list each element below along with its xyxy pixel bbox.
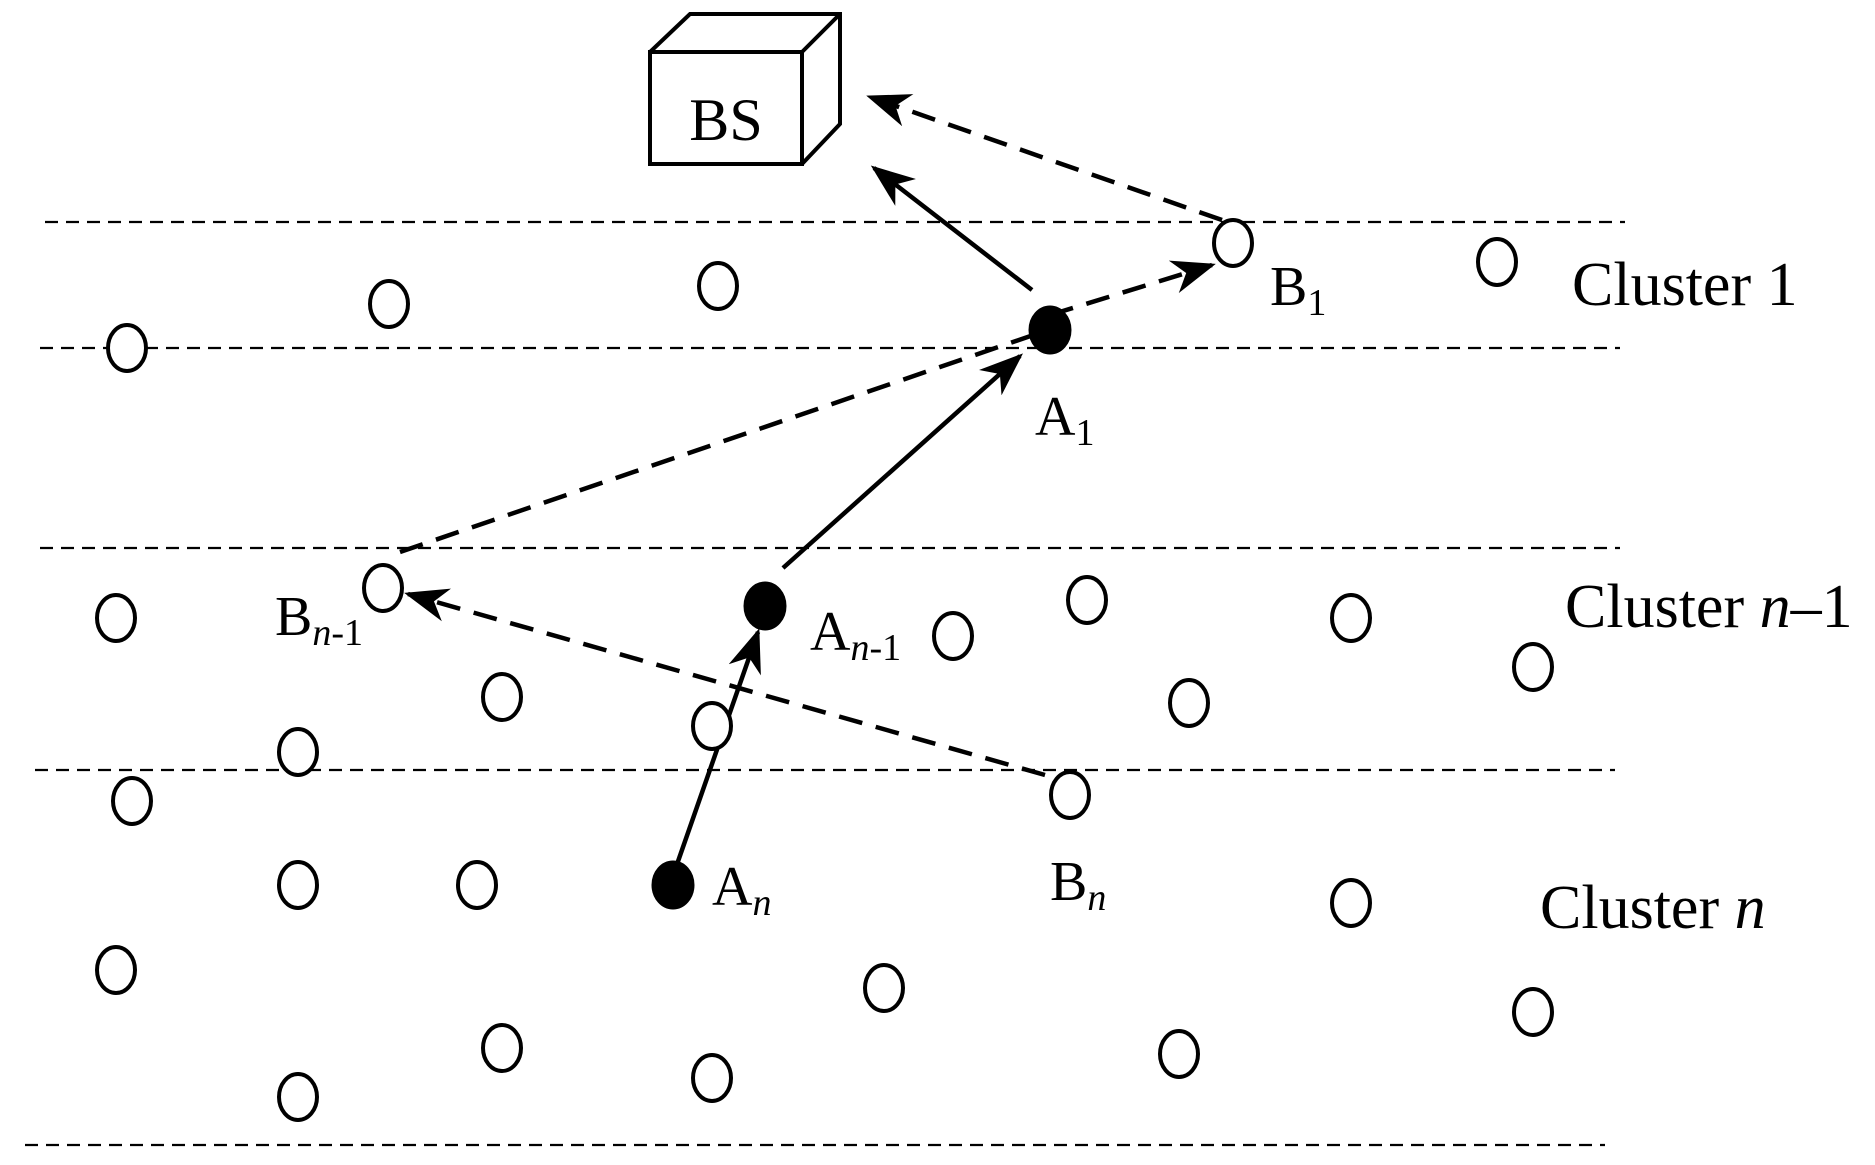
sensor-nodes: [95, 218, 1554, 1122]
sensor-node: [368, 279, 410, 329]
sensor-node: [691, 701, 733, 751]
cluster-head-node-an: [651, 860, 695, 910]
sensor-node: [362, 563, 404, 613]
sensor-node: [1330, 593, 1372, 643]
routing-arrows: [399, 94, 1223, 871]
cluster-head-node-an1: [743, 581, 787, 631]
node-label-a1: A1: [1035, 386, 1094, 454]
sensor-node: [1066, 575, 1108, 625]
sensor-node: [111, 776, 153, 826]
sensor-node: [1330, 878, 1372, 928]
sensor-node: [1212, 218, 1254, 268]
sensor-node: [277, 1072, 319, 1122]
solid-arrow-an-to-an1: [672, 628, 761, 871]
node-label-an1: An-1: [810, 601, 901, 669]
cluster-label-n: Cluster n: [1540, 874, 1766, 942]
sensor-node: [697, 261, 739, 311]
dashed-arrow-b1-to-bs: [866, 94, 1223, 223]
sensor-node: [106, 323, 148, 373]
node-label-bn: Bn: [1050, 851, 1106, 919]
base-station-box-edge: [800, 12, 842, 54]
sensor-node: [932, 611, 974, 661]
sensor-node: [1158, 1029, 1200, 1079]
sensor-node: [481, 672, 523, 722]
sensor-node: [277, 860, 319, 910]
sensor-node: [277, 727, 319, 777]
cluster-label-n-minus-1: Cluster n–1: [1565, 573, 1853, 641]
sensor-node: [1476, 237, 1518, 287]
cluster-boundaries: [25, 220, 1625, 1147]
base-station-box-front: [648, 50, 804, 166]
sensor-node: [95, 593, 137, 643]
sensor-node: [1512, 642, 1554, 692]
sensor-node: [1512, 987, 1554, 1037]
sensor-node: [863, 963, 905, 1013]
cluster-label-1: Cluster 1: [1572, 251, 1798, 319]
node-label-b1: B1: [1270, 256, 1326, 324]
sensor-node: [691, 1053, 733, 1103]
sensor-node: [1168, 678, 1210, 728]
solid-arrow-an1-to-a1: [781, 353, 1023, 570]
solid-arrow-a1-to-bs: [870, 165, 1034, 292]
sensor-node: [481, 1023, 523, 1073]
dashed-arrow-bn-to-bn1: [404, 588, 1046, 778]
dashed-arrow-bn1-to-a1: [399, 327, 1049, 555]
node-label-bn1: Bn-1: [275, 586, 363, 654]
cluster-labels: Cluster 1 Cluster n–1 Cluster n: [1540, 251, 1853, 942]
base-station-label: BS: [689, 87, 762, 153]
node-label-an: An: [712, 856, 771, 924]
cluster-head-nodes: [651, 305, 1072, 910]
node-labels: B1 A1 Bn-1 An-1 An Bn: [275, 256, 1326, 924]
sensor-node: [1049, 770, 1091, 820]
cluster-head-node-a1: [1028, 305, 1072, 355]
dashed-arrow-a1-to-b1: [1049, 260, 1216, 318]
base-station: BS: [648, 12, 842, 166]
sensor-node: [95, 945, 137, 995]
sensor-node: [456, 860, 498, 910]
